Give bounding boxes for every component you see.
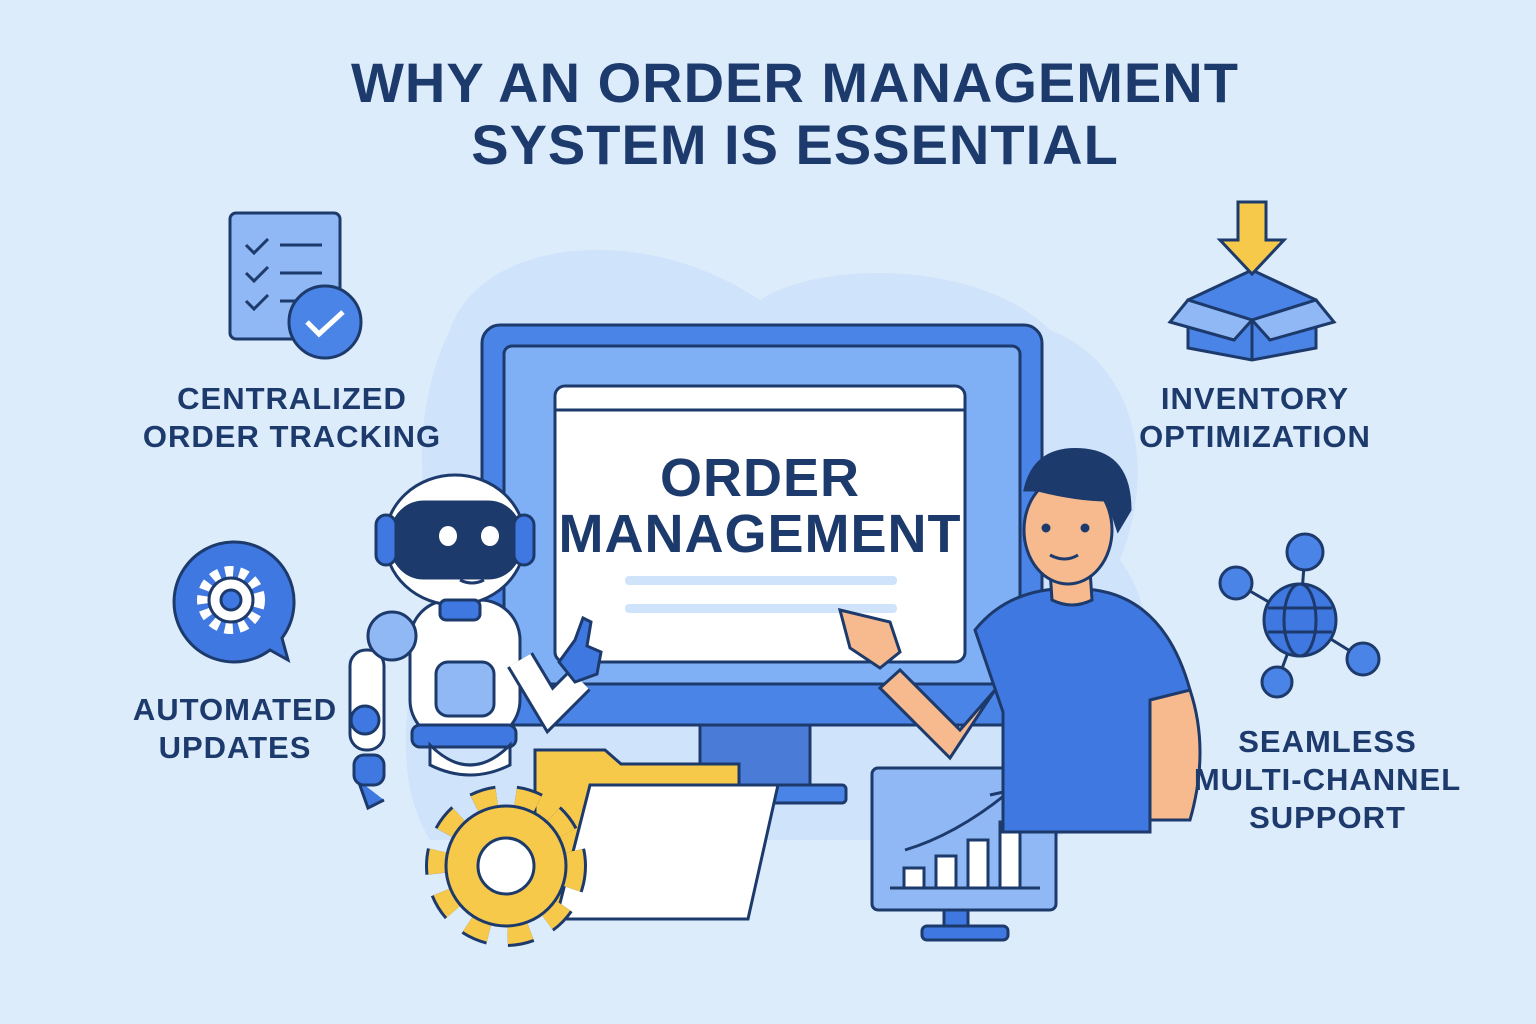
- person-illustration: [837, 448, 1202, 834]
- gear-chat-icon: [172, 540, 296, 664]
- feature-seamless-multi-channel-support: SEAMLESS MULTI-CHANNEL SUPPORT: [1190, 723, 1465, 837]
- screen-line-1: ORDER: [659, 448, 860, 508]
- feature-label-line: CENTRALIZED: [177, 381, 407, 416]
- feature-inventory-optimization: INVENTORY OPTIMIZATION: [1130, 380, 1380, 456]
- feature-label-line: ORDER TRACKING: [142, 419, 442, 454]
- feature-label-line: OPTIMIZATION: [1139, 419, 1371, 454]
- screen-line-2: MANAGEMENT: [558, 504, 962, 564]
- box-arrow-icon: [1167, 200, 1337, 362]
- title-line-2: SYSTEM IS ESSENTIAL: [471, 113, 1119, 176]
- feature-label-line: SUPPORT: [1249, 800, 1406, 835]
- feature-automated-updates: AUTOMATED UPDATES: [110, 691, 360, 767]
- robot-illustration: [348, 473, 603, 811]
- feature-label-line: MULTI-CHANNEL: [1193, 762, 1462, 797]
- network-globe-icon: [1218, 532, 1381, 699]
- feature-label-line: INVENTORY: [1160, 381, 1350, 416]
- yellow-gear-icon: [425, 785, 587, 947]
- title-line-1: WHY AN ORDER MANAGEMENT: [351, 51, 1239, 114]
- feature-label-line: UPDATES: [158, 730, 312, 765]
- screen-title: ORDER MANAGEMENT: [555, 450, 965, 562]
- checklist-icon: [228, 211, 363, 360]
- feature-label-line: AUTOMATED: [132, 692, 338, 727]
- feature-centralized-order-tracking: CENTRALIZED ORDER TRACKING: [142, 380, 442, 456]
- feature-label-line: SEAMLESS: [1238, 724, 1417, 759]
